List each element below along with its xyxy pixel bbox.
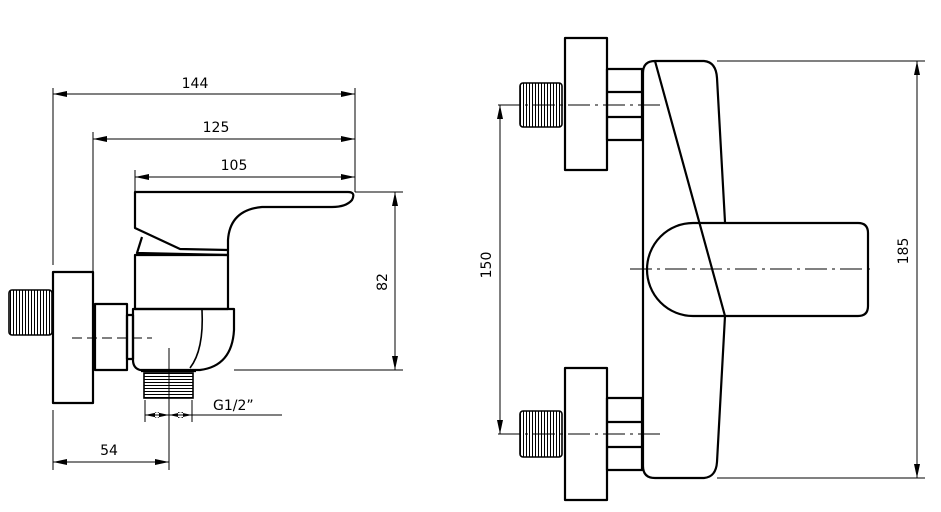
dim-outlet-offset: 54 <box>100 443 118 459</box>
cartridge-body <box>133 253 230 311</box>
dim-arrowheads <box>53 459 169 465</box>
top-flange <box>563 36 609 172</box>
body-contour <box>189 309 204 369</box>
dim-arrowheads <box>145 412 192 418</box>
dim-overall-depth: 144 <box>182 76 209 92</box>
lever-handle <box>133 190 355 252</box>
dim-inlet-spacing: 150 <box>479 252 495 279</box>
dim-outlet-thread: G1/2” <box>213 398 254 414</box>
front-view: 150 185 <box>479 36 925 502</box>
lever-base <box>135 236 230 257</box>
dim-overall-height: 185 <box>896 238 912 265</box>
lever-handle-front <box>645 221 870 318</box>
mixer-body <box>131 307 236 372</box>
dim-depth-to-flange: 125 <box>203 120 230 136</box>
wall-thread <box>8 289 53 336</box>
dim-height: 82 <box>375 273 391 291</box>
mixer-body-front <box>641 59 727 480</box>
dim-lever-length: 105 <box>221 158 248 174</box>
connector <box>93 302 129 372</box>
side-view: 144 125 105 82 G1/2” 54 <box>8 76 403 470</box>
